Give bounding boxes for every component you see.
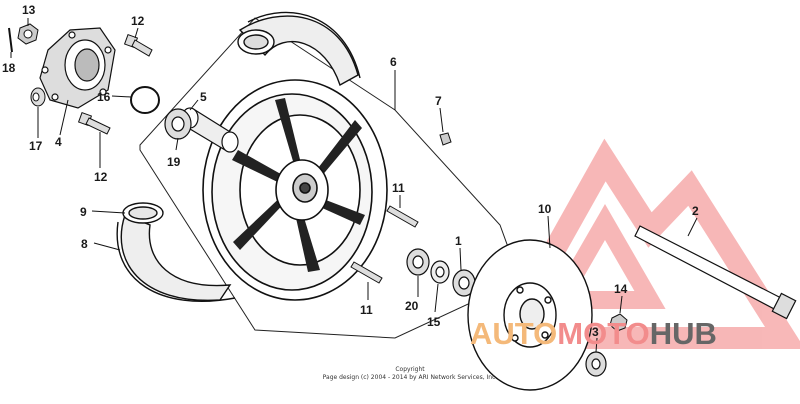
collar-3 — [585, 351, 607, 377]
callout-11-upper: 11 — [392, 181, 405, 195]
watermark-moto: MOTO — [557, 316, 650, 351]
tire-lower — [116, 202, 236, 302]
bearing-20 — [406, 248, 430, 276]
callout-15: 15 — [427, 315, 441, 329]
valve-7 — [439, 132, 452, 146]
axle-2 — [634, 225, 797, 320]
callout-8: 8 — [81, 237, 88, 251]
callout-16: 16 — [97, 90, 111, 104]
callout-10: 10 — [538, 202, 552, 216]
bearing-19 — [164, 108, 192, 140]
callout-19: 19 — [167, 155, 181, 169]
nut-13 — [17, 23, 39, 45]
callout-7: 7 — [435, 94, 442, 108]
callout-12-lower: 12 — [94, 170, 108, 184]
cotter-pin-18 — [8, 27, 13, 53]
sprocket-flange — [39, 27, 116, 109]
callout-labels: 13 18 12 16 5 19 4 17 12 6 7 9 8 11 11 1… — [2, 3, 699, 339]
seal-15 — [430, 260, 450, 284]
watermark-brand-text: AUTOMOTOHUB — [470, 316, 717, 352]
watermark-hub: HUB — [649, 316, 717, 351]
callout-4: 4 — [55, 135, 62, 149]
tire-upper — [237, 11, 361, 87]
callout-11-lower: 11 — [360, 303, 373, 317]
callout-2: 2 — [692, 204, 699, 218]
copyright-line-1: Copyright — [395, 366, 425, 373]
callout-5: 5 — [200, 90, 207, 104]
bolt-12-lower — [77, 111, 111, 135]
bolt-12-upper — [123, 33, 153, 57]
callout-20: 20 — [405, 299, 419, 313]
leader-lines — [10, 18, 698, 353]
callout-13: 13 — [22, 3, 36, 17]
copyright-notice: Copyright Page design (c) 2004 - 2014 by… — [300, 366, 520, 382]
watermark-triangle-logo — [486, 138, 800, 349]
callout-6: 6 — [390, 55, 397, 69]
o-ring-16 — [130, 86, 160, 114]
brake-disc-10 — [467, 239, 593, 391]
callout-17: 17 — [29, 139, 43, 153]
callout-14: 14 — [614, 282, 628, 296]
callout-9: 9 — [80, 205, 87, 219]
callout-12-upper: 12 — [131, 14, 145, 28]
stud-11-lower — [350, 261, 383, 284]
watermark-auto: AUTO — [470, 316, 558, 351]
nut-14 — [609, 313, 628, 332]
collar-17 — [30, 87, 46, 107]
callout-1: 1 — [455, 234, 462, 248]
callout-18: 18 — [2, 61, 16, 75]
stud-11-upper — [386, 205, 419, 228]
callout-3: 3 — [592, 325, 599, 339]
copyright-line-2: Page design (c) 2004 - 2014 by ARI Netwo… — [322, 374, 498, 381]
wheel-rim — [202, 79, 388, 301]
